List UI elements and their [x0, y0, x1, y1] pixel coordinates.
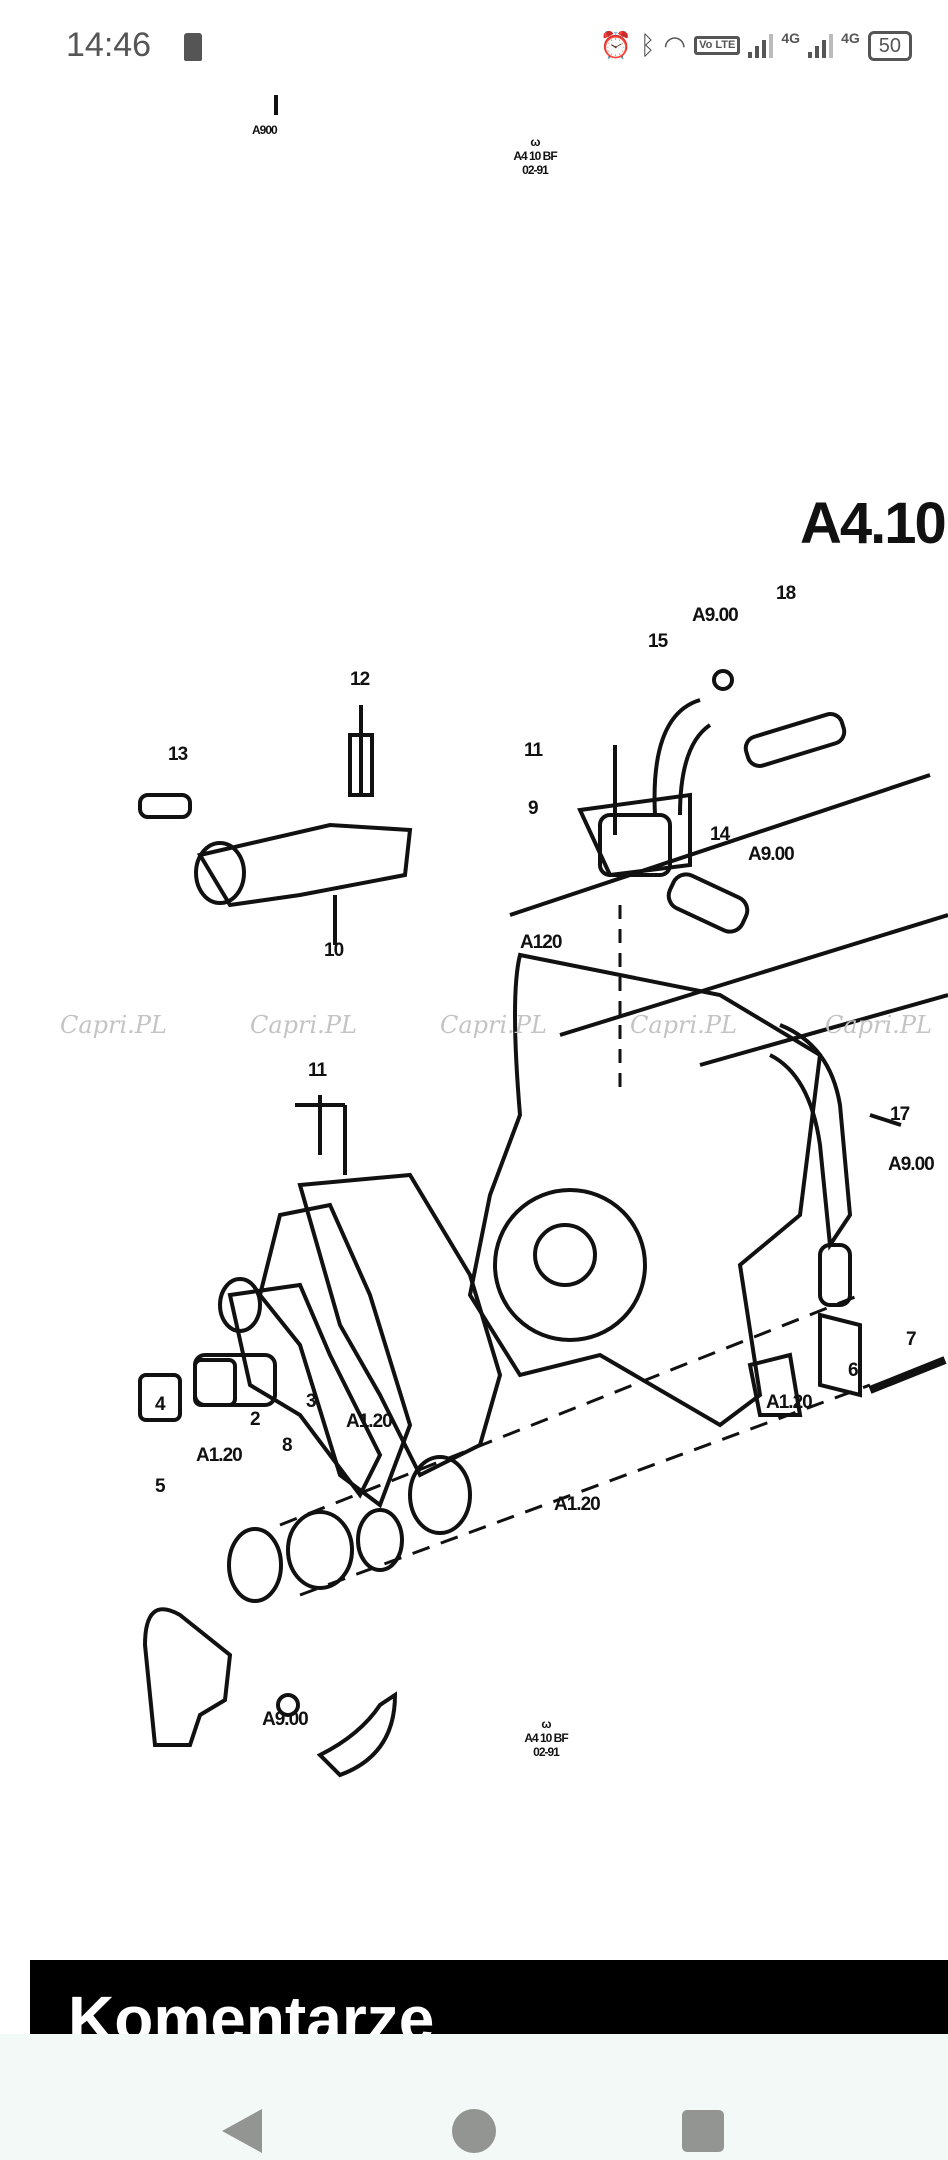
part-label: 4	[155, 1394, 166, 1415]
watermark: Capri.PL	[60, 1011, 167, 1039]
network-type: 4G	[841, 30, 860, 46]
stamp-code: A4 10 BF	[524, 1731, 568, 1745]
stamp-top: ω A4 10 BF 02-91	[502, 135, 568, 177]
part-label: 7	[906, 1329, 917, 1350]
watermark: Capri.PL	[630, 1011, 737, 1039]
recents-icon[interactable]	[682, 2110, 724, 2152]
watermark: Capri.PL	[250, 1011, 357, 1039]
stamp-bottom: ω A4 10 BF 02-91	[513, 1717, 579, 1759]
stamp-code: A4 10 BF	[513, 149, 557, 163]
diagram-title: A4.10	[800, 491, 947, 556]
status-bar: 14:46 ⏰ ᛒ ◠ Vo LTE 4G 4G 50	[0, 0, 948, 95]
signal-icon	[808, 33, 834, 58]
back-icon[interactable]	[222, 2109, 262, 2153]
part-label: A1.20	[766, 1392, 813, 1413]
part-label: A1.20	[196, 1445, 243, 1466]
watermark: Capri.PL	[440, 1011, 547, 1039]
part-label: 6	[848, 1360, 859, 1381]
stamp-symbol: ω	[530, 135, 540, 149]
stamp-date: 02-91	[533, 1745, 560, 1759]
part-label: A120	[520, 932, 562, 953]
watermark: Capri.PL	[825, 1011, 932, 1039]
battery-icon: 50	[867, 30, 912, 61]
part-label: 17	[890, 1104, 910, 1125]
parts-diagram-image[interactable]: A900 ω A4 10 BF 02-91 A4.10 Capri.PL Cap…	[0, 95, 948, 1960]
reference-label: A900	[252, 123, 278, 137]
part-label: 3	[306, 1391, 317, 1412]
sim-card-icon	[184, 33, 202, 61]
part-label: 15	[648, 631, 668, 652]
part-label: 2	[250, 1409, 261, 1430]
signal-icon	[748, 33, 774, 58]
comments-heading: Komentarze	[68, 1983, 435, 2040]
part-label: A9.00	[748, 844, 795, 865]
home-icon[interactable]	[452, 2109, 496, 2153]
clock: 14:46	[66, 26, 152, 64]
part-label: 5	[155, 1476, 166, 1497]
part-label: 9	[528, 798, 539, 819]
alarm-icon: ⏰	[599, 30, 632, 60]
comments-header: Komentarze	[30, 1960, 948, 2040]
part-label: A1.20	[554, 1494, 601, 1515]
bluetooth-icon: ᛒ	[639, 30, 656, 60]
part-label: 11	[524, 740, 543, 761]
wifi-icon: ◠	[663, 30, 687, 60]
part-label: 11	[308, 1060, 327, 1081]
part-label: 14	[710, 824, 730, 845]
part-label: A9.00	[888, 1154, 935, 1175]
part-label: 13	[168, 744, 188, 765]
network-type: 4G	[781, 30, 801, 46]
part-label: 12	[350, 669, 370, 690]
volte-icon: Vo LTE	[694, 36, 741, 55]
part-label: A9.00	[692, 605, 739, 626]
part-label: A1.20	[346, 1411, 393, 1432]
navigation-bar	[0, 2034, 948, 2160]
part-label: 10	[324, 940, 344, 961]
part-label: 18	[776, 583, 796, 604]
parts-drawing	[138, 95, 948, 1778]
stamp-date: 02-91	[522, 163, 549, 177]
part-label: A9.00	[262, 1709, 309, 1730]
part-label: 8	[282, 1435, 293, 1456]
stamp-symbol: ω	[541, 1717, 551, 1731]
